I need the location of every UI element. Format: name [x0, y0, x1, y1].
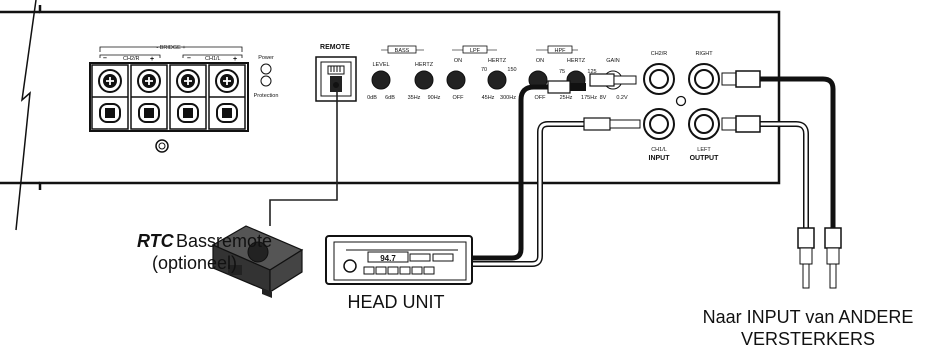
lpf-controls: LPF ON HERTZ 70 150 OFF 45Hz 300Hz	[446, 45, 517, 101]
bass-level-label: LEVEL	[372, 62, 389, 68]
lpf-on-label: ON	[454, 58, 462, 64]
hpf-off-label: OFF	[535, 95, 547, 101]
remote-cable	[269, 90, 338, 226]
lpf-hz-max: 300Hz	[500, 95, 516, 101]
rca-jacks: CH2/R RIGHT CH1/L LEFT INPUT OUTPUT	[643, 51, 720, 162]
ground-screw	[675, 95, 687, 107]
remote-note: (optioneel)	[152, 253, 237, 273]
power-led	[260, 63, 272, 75]
head-unit	[325, 235, 473, 285]
lpf-hertz-label: HERTZ	[488, 58, 507, 64]
bass-hertz-knob	[414, 70, 434, 90]
gain-max: 0.2V	[616, 95, 628, 101]
bass-level-min: 0dB	[367, 95, 377, 101]
remote-name: Bassremote	[176, 231, 272, 251]
remote-brand: RTC	[137, 231, 175, 251]
status-leds: Power Protection	[254, 55, 279, 99]
input-label: INPUT	[649, 155, 671, 162]
gain-min: 8V	[600, 95, 607, 101]
bass-controls: BASS LEVEL HERTZ 0dB 6dB 35Hz 90Hz	[367, 45, 441, 101]
break-mark	[15, 0, 37, 231]
rca-jack-right	[688, 63, 720, 95]
plug-hpf	[547, 80, 586, 94]
lpf-70: 70	[481, 67, 487, 73]
head-unit-button	[375, 266, 387, 275]
head-unit-knob	[343, 259, 357, 273]
speaker-terminals: - BRIDGE + – CH2/R + – CH1/L +	[89, 45, 249, 153]
terminal-ch1l: CH1/L	[205, 56, 221, 62]
remote-label: REMOTE	[320, 44, 350, 51]
cables	[269, 76, 836, 267]
lpf-hz-min: 45Hz	[482, 95, 495, 101]
head-unit-button	[399, 266, 411, 275]
speaker-terminal	[208, 64, 246, 130]
input-cable-black	[472, 84, 548, 261]
head-unit-display	[367, 251, 409, 263]
power-label: Power	[258, 55, 274, 61]
right-label: RIGHT	[695, 51, 713, 57]
lpf-150: 150	[507, 67, 516, 73]
terminal-minus-right: –	[187, 55, 191, 62]
mounting-screw	[155, 139, 169, 153]
remote-jack: REMOTE	[315, 44, 357, 102]
bass-hertz-label: HERTZ	[415, 62, 434, 68]
hpf-hz-min: 25Hz	[560, 95, 573, 101]
terminal-ch2r: CH2/R	[123, 56, 140, 62]
plug-right-out	[721, 70, 761, 88]
plug-gain	[589, 73, 637, 87]
rca-plugs	[547, 70, 842, 289]
hpf-hertz-label: HERTZ	[567, 58, 586, 64]
bass-level-knob	[371, 70, 391, 90]
lpf-off-label: OFF	[453, 95, 465, 101]
terminal-plus-left: +	[150, 56, 154, 63]
output-cable-black	[760, 76, 836, 228]
outputs-line1: Naar INPUT van ANDERE	[703, 307, 914, 327]
rca-jack-left	[688, 108, 720, 140]
plug-left-out	[721, 115, 761, 133]
lpf-switch	[446, 70, 466, 90]
bass-box-label: BASS	[395, 48, 410, 54]
head-unit-button	[423, 266, 435, 275]
speaker-terminal	[130, 64, 168, 130]
head-unit-button	[411, 266, 423, 275]
terminal-plus-right: +	[233, 56, 237, 63]
head-unit-label: HEAD UNIT	[347, 292, 444, 312]
ch2r-label: CH2/R	[651, 51, 668, 57]
hpf-hz-max: 175Hz	[581, 95, 597, 101]
lpf-box-label: LPF	[470, 48, 481, 54]
plug-ch1l	[583, 117, 641, 131]
left-label: LEFT	[697, 147, 711, 153]
ch1l-label: CH1/L	[651, 147, 667, 153]
speaker-terminal	[169, 64, 207, 130]
bridge-label: - BRIDGE +	[156, 45, 185, 51]
hpf-75: 75	[559, 69, 565, 75]
rca-jack-ch1l	[643, 108, 675, 140]
protection-led	[260, 75, 272, 87]
speaker-terminal	[91, 64, 129, 130]
hpf-box-label: HPF	[555, 48, 567, 54]
hpf-on-label: ON	[536, 58, 544, 64]
gain-label: GAIN	[606, 58, 619, 64]
terminal-minus-left: –	[103, 55, 107, 62]
plug-out-left-end	[797, 227, 815, 289]
plug-out-right-end	[824, 227, 842, 289]
rca-jack-ch2r	[643, 63, 675, 95]
bassremote-device	[211, 225, 304, 298]
outputs-line2: VERSTERKERS	[741, 329, 875, 349]
head-unit-button	[363, 266, 375, 275]
bass-hertz-max: 90Hz	[428, 95, 441, 101]
output-label: OUTPUT	[690, 155, 720, 162]
amplifier-panel	[0, 0, 781, 231]
head-unit-display-text: 94.7	[380, 254, 396, 263]
bass-hertz-min: 35Hz	[408, 95, 421, 101]
hpf-125: 125	[587, 69, 596, 75]
head-unit-button	[387, 266, 399, 275]
protection-label: Protection	[254, 93, 279, 99]
lpf-hertz-knob	[487, 70, 507, 90]
bass-level-max: 6dB	[385, 95, 395, 101]
